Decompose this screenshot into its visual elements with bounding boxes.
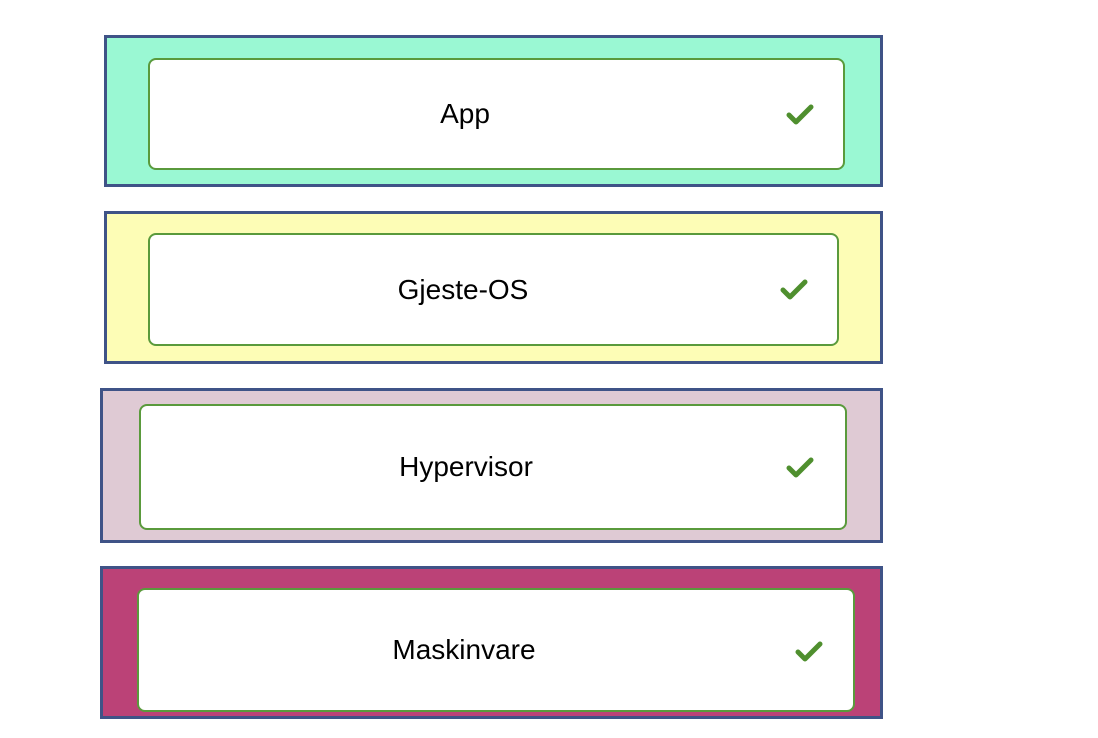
checkmark-icon	[780, 277, 808, 301]
layer-guest-os-label: Gjeste-OS	[397, 273, 529, 305]
layer-guest-os-box: Gjeste-OS	[148, 233, 839, 346]
layer-app: App	[104, 35, 883, 187]
layer-app-box: App	[148, 58, 845, 170]
layer-guest-os: Gjeste-OS	[104, 211, 883, 364]
layer-hardware-box: Maskinvare	[137, 588, 855, 712]
layer-hypervisor-box: Hypervisor	[139, 404, 847, 530]
checkmark-icon	[795, 639, 823, 663]
checkmark-icon	[786, 455, 814, 479]
checkmark-icon	[786, 102, 814, 126]
layer-hardware: Maskinvare	[100, 566, 883, 719]
layer-hardware-label: Maskinvare	[392, 634, 536, 665]
layer-hypervisor: Hypervisor	[100, 388, 883, 543]
layer-app-label: App	[440, 98, 490, 129]
layer-hypervisor-label: Hypervisor	[399, 451, 533, 482]
